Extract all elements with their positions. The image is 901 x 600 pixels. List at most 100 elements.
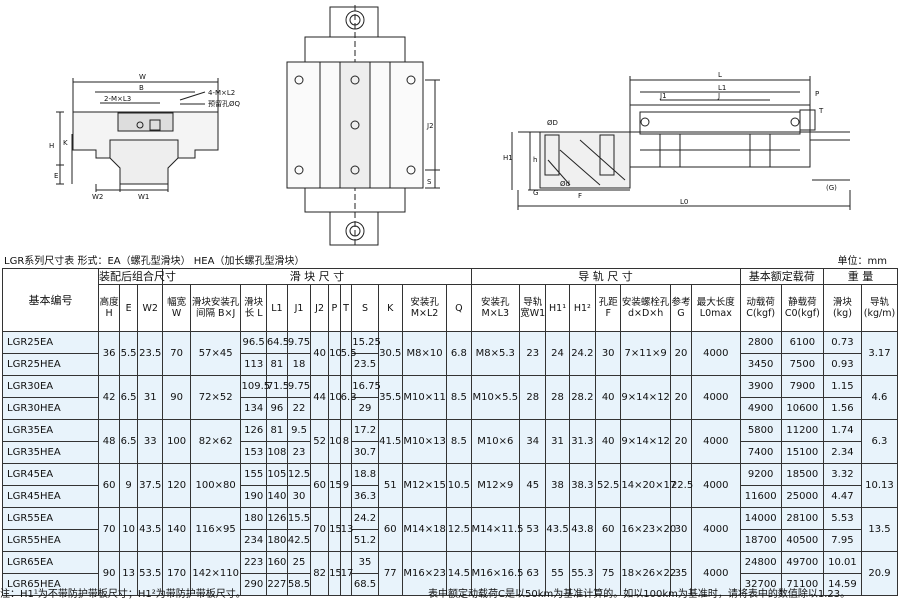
cell-W1: 63 <box>519 551 547 596</box>
subheader-L0: 最大长度 L0max <box>691 284 741 332</box>
cell-W1: 45 <box>519 463 547 508</box>
cell-wb: 10.01 <box>822 551 862 574</box>
cell-H1a: 24 <box>545 331 570 376</box>
cell-J1: 23 <box>286 441 312 464</box>
cell-J2: 40 <box>310 331 330 376</box>
cell-ML2: M12×15 <box>401 463 448 508</box>
cell-ML3: M8×5.3 <box>470 331 521 376</box>
cell-model: LGR55EA <box>1 507 100 530</box>
cell-L: 134 <box>240 397 267 420</box>
header-model: 基本编号 <box>1 268 100 332</box>
cell-H1a: 31 <box>545 419 570 464</box>
label-J2: J2 <box>426 122 434 130</box>
subheader-E: E <box>119 284 139 332</box>
cell-C: 3450 <box>739 353 782 376</box>
cell-L: 155 <box>240 463 267 486</box>
cell-C: 9200 <box>739 463 782 486</box>
cell-BJ: 116×95 <box>189 507 242 552</box>
label-W2: W2 <box>92 193 103 201</box>
cell-K: 41.5 <box>377 419 403 464</box>
label-h: h <box>533 156 537 164</box>
cell-model: LGR65HEA <box>1 573 100 596</box>
cell-C: 5800 <box>739 419 782 442</box>
cell-L1: 227 <box>265 573 288 596</box>
cell-L1: 140 <box>265 485 288 508</box>
cell-H: 90 <box>98 551 121 596</box>
cell-wb: 3.32 <box>822 463 862 486</box>
cell-C: 4900 <box>739 397 782 420</box>
cell-J1: 25 <box>286 551 312 574</box>
cell-P: 10 <box>328 331 342 376</box>
cell-wb: 14.59 <box>822 573 862 596</box>
cell-S: 29 <box>351 397 379 420</box>
cell-H: 60 <box>98 463 121 508</box>
cell-C0: 49700 <box>780 551 824 574</box>
cell-ML3: M10×5.5 <box>470 375 521 420</box>
cell-Q: 14.5 <box>446 551 472 596</box>
cell-Q: 12.5 <box>446 507 472 552</box>
cell-F: 40 <box>595 375 622 420</box>
label-H: H <box>49 142 54 150</box>
cell-J1: 12.5 <box>286 463 312 486</box>
side-view <box>511 76 851 210</box>
cell-C0: 6100 <box>780 331 824 354</box>
cell-wb: 2.34 <box>822 441 862 464</box>
label-K: K <box>63 139 68 147</box>
label-W1: W1 <box>138 193 149 201</box>
cell-L1: 160 <box>265 551 288 574</box>
cell-ML2: M8×10 <box>401 331 448 376</box>
cell-J1: 9.5 <box>286 419 312 442</box>
cell-T: 13 <box>339 507 353 552</box>
cell-C: 32700 <box>739 573 782 596</box>
label-J: J <box>717 92 720 100</box>
cell-E: 13 <box>119 551 139 596</box>
cell-model: LGR35EA <box>1 419 100 442</box>
cell-T: 9 <box>339 463 353 508</box>
cell-model: LGR65EA <box>1 551 100 574</box>
cell-S: 30.7 <box>351 441 379 464</box>
label-L0: L0 <box>680 198 688 206</box>
cell-L: 190 <box>240 485 267 508</box>
cell-S: 35 <box>351 551 379 574</box>
cell-L: 153 <box>240 441 267 464</box>
cell-W: 90 <box>162 375 191 420</box>
cell-wb: 1.56 <box>822 397 862 420</box>
cell-C0: 11200 <box>780 419 824 442</box>
cell-S: 51.2 <box>351 529 379 552</box>
cell-C0: 18500 <box>780 463 824 486</box>
subheader-W2: W2 <box>137 284 164 332</box>
cell-S: 18.8 <box>351 463 379 486</box>
cell-wb: 1.74 <box>822 419 862 442</box>
subheader-W: 幅宽 W <box>162 284 191 332</box>
cell-model: LGR55HEA <box>1 529 100 552</box>
cell-C: 24800 <box>739 551 782 574</box>
subheader-G: 参考 G <box>669 284 693 332</box>
cell-S: 16.75 <box>351 375 381 398</box>
cell-P: 15 <box>328 463 342 508</box>
cell-wb: 0.73 <box>822 331 862 354</box>
cell-ML2: M10×13 <box>401 419 448 464</box>
cell-model: LGR35HEA <box>1 441 100 464</box>
cell-W1: 53 <box>519 507 547 552</box>
subheader-H1b: H1² <box>568 284 597 332</box>
cell-wr: 10.13 <box>860 463 899 508</box>
subheader-J2: J2 <box>310 284 330 332</box>
side-view-labels: L L1 J J1 P T ØD H1 h Ød G F (G) L0 <box>503 71 837 206</box>
lgr-spec-table: 基本编号 装配后组合尺寸 滑 块 尺 寸 导 轨 尺 寸 基本额定载荷 重 量 … <box>1 268 899 596</box>
cell-ML3: M14×11.5 <box>470 507 524 552</box>
cell-C0: 7500 <box>780 353 824 376</box>
label-G-paren: (G) <box>826 184 837 192</box>
label-T: T <box>818 107 824 115</box>
cell-T: 8 <box>339 419 353 464</box>
cell-dDh: 9×14×12 <box>620 419 671 464</box>
subheader-ML2: 安装孔 M×L2 <box>401 284 448 332</box>
cell-J1: 18 <box>286 353 312 376</box>
cell-H1a: 55 <box>545 551 570 596</box>
cell-P: 15 <box>328 507 342 552</box>
cell-C0: 25000 <box>780 485 824 508</box>
cell-L1: 71.5 <box>265 375 289 398</box>
cell-C0: 10600 <box>780 397 824 420</box>
